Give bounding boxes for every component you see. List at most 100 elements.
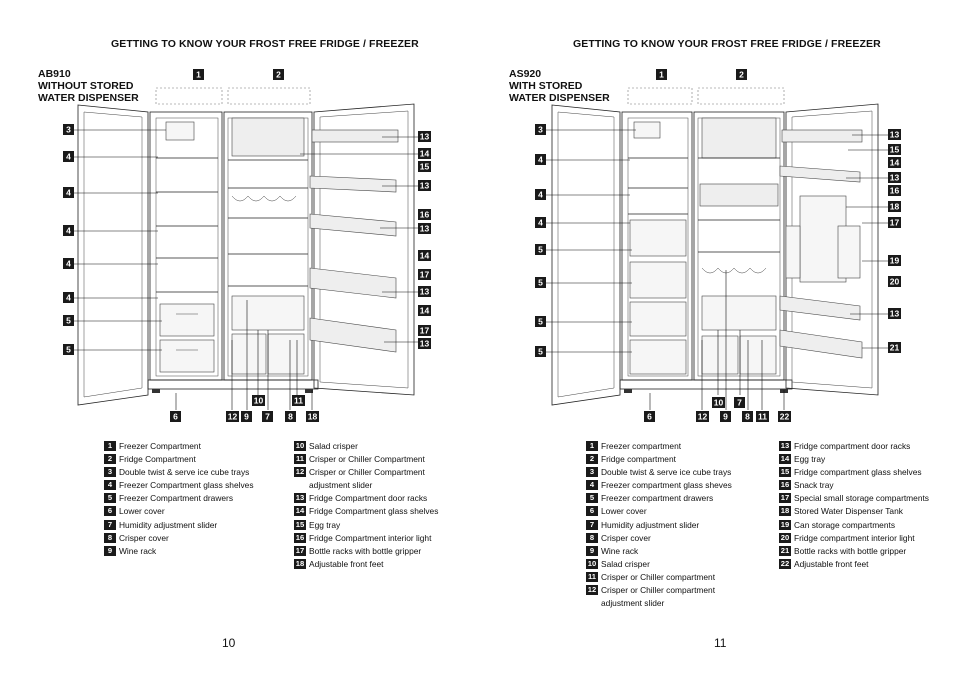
left-callout-box [418,148,431,159]
legend-label: Freezer compartment glass sheves [601,480,732,491]
right-callout-number: 5 [538,317,543,327]
legend-label: Fridge Compartment interior light [309,532,432,543]
legend-label: Bottle racks with bottle gripper [309,545,422,556]
right-callout-number: 13 [890,173,900,183]
legend-number-badge: 15 [779,467,791,478]
right-callout-number: 5 [538,347,543,357]
right-callout-lines [546,129,888,410]
left-callout-number: 17 [420,326,430,336]
legend-number-badge: 9 [104,545,116,556]
legend-label: Crisper or Chiller compartment adjustmen… [601,585,716,609]
right-callout-number: 11 [758,412,767,422]
legend-number-badge: 19 [779,519,791,530]
right-callout-number: 5 [538,278,543,288]
right-callout-box [535,189,546,200]
legend-number-badge: 17 [294,545,306,556]
legend-number-badge: 7 [586,519,598,530]
right-callout-number: 17 [890,218,900,228]
left-page-number: 10 [222,636,236,650]
left-callout-number: 6 [173,412,178,422]
legend-number-badge: 2 [104,454,116,465]
left-callout-number: 8 [288,412,293,422]
left-callout-number: 13 [420,132,430,142]
left-callout-box [418,286,431,297]
right-callout-number: 4 [538,155,543,165]
right-callout-box [888,201,901,212]
left-callout-number: 7 [265,412,270,422]
legend-number-badge: 2 [586,454,598,465]
left-callout-box [262,411,273,422]
legend-number-badge: 14 [294,506,306,517]
legend-number-badge: 22 [779,558,791,569]
left-callout-number: 4 [66,188,71,198]
left-callout-number: 3 [66,125,71,135]
left-callout-box [418,305,431,316]
legend-label: Fridge compartment [601,454,676,465]
legend-label: Humidity adjustment slider [119,519,218,530]
left-page-header: GETTING TO KNOW YOUR FROST FREE FRIDGE /… [111,38,419,50]
legend-label: Freezer Compartment drawers [119,493,234,504]
right-callout-box [535,244,546,255]
legend-number-badge: 9 [586,545,598,556]
legend-number-badge: 1 [586,441,598,451]
legend-label: Snack tray [794,480,834,491]
left-callout-number: 13 [420,339,430,349]
legend-label: Egg tray [309,519,341,530]
left-callout-box [63,225,74,236]
legend-number-badge: 1 [104,441,116,451]
legend-label: Stored Water Dispenser Tank [794,506,903,517]
right-callout-number: 18 [890,202,900,212]
right-callout-box [535,277,546,288]
left-callout-number: 14 [420,251,430,261]
right-callout-number: 20 [890,277,900,287]
left-callout-number: 13 [420,181,430,191]
right-callout-box [720,411,731,422]
right-callout-number: 16 [890,186,900,196]
legend-label: Can storage compartments [794,519,896,530]
legend-number-badge: 4 [104,480,116,491]
legend-label: Salad crisper [601,558,650,569]
left-callout-number: 13 [420,224,430,234]
left-callout-box [306,411,319,422]
legend-label: Humidity adjustment slider [601,519,700,530]
left-callout-box [226,411,239,422]
left-callout-number: 4 [66,226,71,236]
left-model-title: AB910 WITHOUT STORED WATER DISPENSER [38,68,139,104]
legend-label: Fridge Compartment door racks [309,493,428,504]
left-callout-number: 10 [254,396,264,406]
right-callout-number: 9 [723,412,728,422]
right-callout-number: 13 [890,309,900,319]
right-callout-box [656,69,667,80]
legend-number-badge: 11 [586,571,598,582]
left-callout-box [63,151,74,162]
left-callout-number: 2 [276,70,281,80]
left-callout-number: 13 [420,287,430,297]
right-callout-number: 21 [890,343,900,353]
legend-number-badge: 8 [586,532,598,543]
left-callout-number: 5 [66,316,71,326]
legend-number-badge: 10 [294,441,306,451]
left-callout-number: 15 [420,162,430,172]
legend-label: Crisper or Chiller Compartment [309,454,425,465]
legend-number-badge: 16 [779,480,791,491]
legend-label: Crisper or Chiller Compartment adjustmen… [309,467,425,491]
legend-number-badge: 7 [104,519,116,530]
legend-label: Freezer Compartment [119,441,201,451]
legend-number-badge: 16 [294,532,306,543]
right-callout-number: 12 [698,412,708,422]
